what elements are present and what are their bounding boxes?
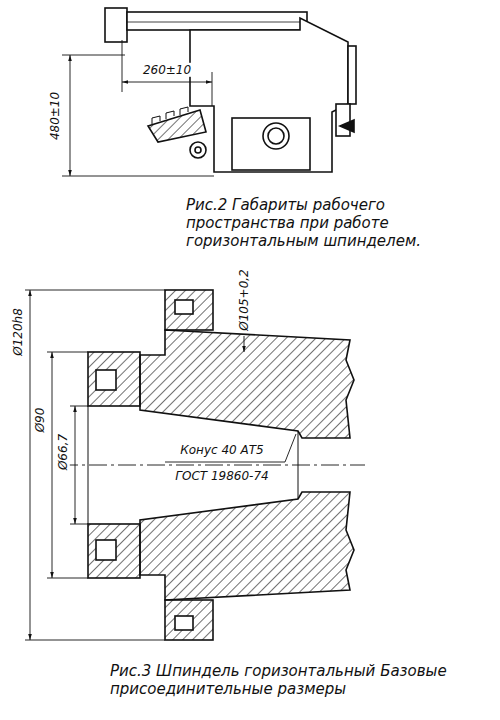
cone-label: Конус 40 АТ5 xyxy=(178,443,265,457)
dimension-label: 480±10 xyxy=(48,90,62,142)
dimension-lines xyxy=(25,290,365,640)
dimension-label: Ø90 xyxy=(33,406,47,435)
dimension-label: Ø120h8 xyxy=(11,306,25,358)
dimension-label: Ø105+0,2 xyxy=(237,267,251,333)
figure-caption: Рис.2 Габариты рабочего пространства при… xyxy=(186,196,486,250)
standard-label: ГОСТ 19860-74 xyxy=(173,469,270,483)
machine-outline xyxy=(62,8,356,176)
figure-caption: Рис.3 Шпиндель горизонтальный Базовые пр… xyxy=(110,662,480,698)
dimension-label: 260±10 xyxy=(141,63,193,77)
dimension-label: Ø66,7 xyxy=(56,432,70,472)
